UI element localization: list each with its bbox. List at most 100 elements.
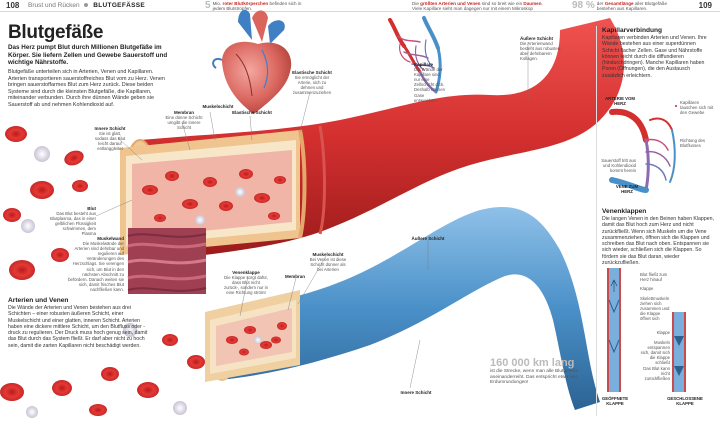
label-aeussere-schicht-bottom: Äußere Schicht bbox=[410, 236, 446, 241]
label-muskeln-entspannen: Muskeln entspannen sich, damit sich die … bbox=[640, 340, 670, 366]
capillary-heading: Kapillarverbindung bbox=[602, 27, 663, 34]
label-title: Innere Schicht bbox=[400, 390, 432, 395]
page-number-left: 108 bbox=[6, 1, 20, 10]
valves-section: Venenklappen Die langen Venen in den Bei… bbox=[602, 208, 714, 266]
label-title: Kapillare bbox=[414, 62, 434, 67]
fact-number: 98 % bbox=[572, 0, 595, 11]
capillary-section: Kapillarverbindung Kapillaren verbinden … bbox=[602, 27, 714, 79]
artery-tube bbox=[120, 18, 624, 259]
stat-text: ist die Strecke, wenn man alle Blutgefäß… bbox=[490, 369, 579, 386]
valves-heading: Venenklappen bbox=[602, 208, 647, 215]
label-kapillaren-tausch: Kapillaren tauschen sich mit den Gewebe bbox=[680, 100, 714, 116]
label-blut: Blut Das Blut besteht aus Blutplasma, da… bbox=[50, 206, 96, 237]
fact-text: der bbox=[596, 1, 605, 6]
label-muskelschicht-top: Muskelschicht bbox=[200, 104, 236, 109]
label-aeussere-schicht-top: Äußere Schicht Die Arterienwand besteht … bbox=[520, 36, 564, 61]
label-title: Membran bbox=[173, 110, 194, 115]
label-innere-schicht-bottom: Innere Schicht bbox=[398, 390, 434, 395]
label-arterie-vom-herz: ARTERIE VOM HERZ bbox=[605, 96, 635, 107]
label-elastische-text: Elastische Schicht Sie ermöglicht der Ar… bbox=[292, 70, 332, 95]
fact-bold: Gesamtlänge bbox=[604, 1, 634, 6]
label-geoeffnete-klappe: GEÖFFNETE KLAPPE bbox=[601, 396, 629, 407]
label-text: Die Klappe sorgt dafür, dass Blut nicht … bbox=[224, 275, 268, 296]
label-leader-lines bbox=[95, 42, 529, 389]
label-blut-kann-nicht: Das Blut kann nicht zurückfließen bbox=[643, 366, 670, 382]
artery-blood-cells bbox=[142, 169, 286, 225]
capillary-text: Kapillaren verbinden Arterien und Venen.… bbox=[602, 35, 707, 79]
fact-text: sind so breit wie ein bbox=[480, 1, 524, 6]
page-header: 108 Brust und Rücken BLUTGEFÄSSE 5 Mio. … bbox=[0, 0, 720, 12]
breadcrumb-topic: BLUTGEFÄSSE bbox=[93, 2, 145, 9]
fact-text: aller Blutgefäße bestehen aus Kapillaren… bbox=[596, 1, 668, 12]
vein-valve-diagrams bbox=[607, 268, 686, 392]
label-innere-schicht-top: Innere Schicht Sie ist glatt, sodass das… bbox=[92, 126, 128, 151]
stat-number: 160 000 km lang bbox=[490, 357, 575, 369]
label-blut-fliesst: Blut fließt zum Herz hinauf bbox=[640, 272, 668, 283]
fact-number: 5 bbox=[205, 0, 211, 11]
column-divider bbox=[596, 26, 597, 416]
label-venenklappe: Venenklappe Die Klappe sorgt dafür, dass… bbox=[224, 270, 268, 295]
breadcrumb-section: Brust und Rücken bbox=[28, 2, 80, 9]
arteries-heading: Arterien und Venen bbox=[8, 297, 69, 304]
vein-blood-cells bbox=[226, 322, 287, 356]
page-title: Blutgefäße bbox=[8, 22, 104, 43]
label-title: Äußere Schicht bbox=[520, 36, 554, 41]
label-title: Muskelschicht bbox=[312, 252, 344, 257]
white-blood-cells bbox=[21, 146, 187, 418]
label-membran: Membran Eine dünne Schicht umgibt die in… bbox=[160, 110, 208, 130]
breadcrumb: Brust und Rücken BLUTGEFÄSSE bbox=[28, 2, 145, 9]
valves-text: Die langen Venen in den Beinen haben Kla… bbox=[602, 216, 714, 267]
length-stat: 160 000 km lang ist die Strecke, wenn ma… bbox=[490, 357, 590, 386]
fact-text: Die bbox=[412, 1, 421, 6]
label-vene-zum-herz-text: VENE ZUM HERZ bbox=[615, 184, 639, 195]
label-muskelwand: Muskelwand Die Muskelwände der Arterien … bbox=[68, 236, 124, 292]
label-text: Die Muskelwände der Arterien sind dehnba… bbox=[68, 241, 124, 292]
label-text: Bei Venen ist diese Schicht dünner als b… bbox=[309, 257, 347, 273]
label-text: Sie ist glatt, sodass das Blut leicht da… bbox=[94, 131, 126, 152]
page-number-right: 109 bbox=[698, 1, 712, 10]
arteries-veins-section: Arterien und Venen Die Wände der Arterie… bbox=[8, 297, 148, 349]
label-text: Die Wände der Kapillare sind nur eine Ze… bbox=[414, 67, 446, 103]
fact-text: . Viele Kapillare sieht man dagegen nur … bbox=[412, 1, 543, 12]
intro-text: Blutgefäße unterteilen sich in Arterien,… bbox=[8, 69, 165, 108]
label-title: Elastische Schicht bbox=[292, 70, 332, 75]
capillary-bed-illustration bbox=[388, 16, 442, 94]
label-sauerstoff: Sauerstoff tritt aus und Kohlendioxid ko… bbox=[601, 158, 636, 174]
red-blood-cells-left bbox=[0, 126, 205, 416]
capillary-connection-diagram bbox=[609, 105, 677, 193]
fact-bold: größten Arterien und Venen bbox=[420, 1, 481, 6]
label-muskelschicht-bottom: Muskelschicht Bei Venen ist diese Schich… bbox=[308, 252, 348, 272]
vein-tube bbox=[205, 206, 600, 410]
muscle-wall-micrograph bbox=[127, 228, 207, 294]
fact-capillary-length: 98 % der Gesamtlänge aller Blutgefäße be… bbox=[572, 0, 682, 12]
label-klappe-2: Klappe bbox=[656, 330, 670, 335]
label-klappe: Klappe bbox=[640, 286, 654, 291]
label-title: Muskelschicht bbox=[202, 104, 234, 109]
label-skelettmuskeln: Skelettmuskeln ziehen sich zusammen und … bbox=[640, 296, 670, 322]
arteries-text: Die Wände der Arterien und Venen bestehe… bbox=[8, 305, 148, 349]
label-geschlossene-klappe: GESCHLOSSENE KLAPPE bbox=[667, 396, 703, 407]
label-text: Das Blut besteht aus Blutplasma, das in … bbox=[50, 211, 96, 237]
label-text: Sie ermöglicht der Arterie, sich zu dehn… bbox=[292, 75, 332, 96]
label-richtung: Richtung des Blutflusses bbox=[680, 138, 706, 149]
label-title: Äußere Schicht bbox=[411, 236, 445, 241]
label-title: Innere Schicht bbox=[94, 126, 126, 131]
label-membran-bottom: Membran bbox=[280, 274, 310, 279]
fact-vessel-size: Die größten Arterien und Venen sind so b… bbox=[412, 1, 547, 11]
label-elastische-schicht: Elastische Schicht bbox=[232, 110, 272, 115]
label-title: Blut bbox=[87, 206, 96, 211]
intro-lead: Das Herz pumpt Blut durch Millionen Blut… bbox=[8, 44, 168, 67]
label-title: Muskelwand bbox=[97, 236, 124, 241]
heart-illustration bbox=[212, 9, 292, 114]
fact-bold: Daumen bbox=[523, 1, 542, 6]
fact-text: befinden sich in jedem Blutstropfen. bbox=[212, 1, 302, 12]
label-title: Venenklappe bbox=[232, 270, 260, 275]
breadcrumb-separator-icon bbox=[84, 2, 89, 7]
fact-text: Mio. bbox=[212, 1, 223, 6]
label-title: Membran bbox=[284, 274, 305, 279]
label-kapillare: Kapillare Die Wände der Kapillare sind n… bbox=[414, 62, 446, 103]
fact-bold: roter Blutkörperchen bbox=[222, 1, 269, 6]
label-title: Elastische Schicht bbox=[232, 110, 272, 115]
fact-red-cells: 5 Mio. roter Blutkörperchen befinden sic… bbox=[205, 0, 310, 12]
